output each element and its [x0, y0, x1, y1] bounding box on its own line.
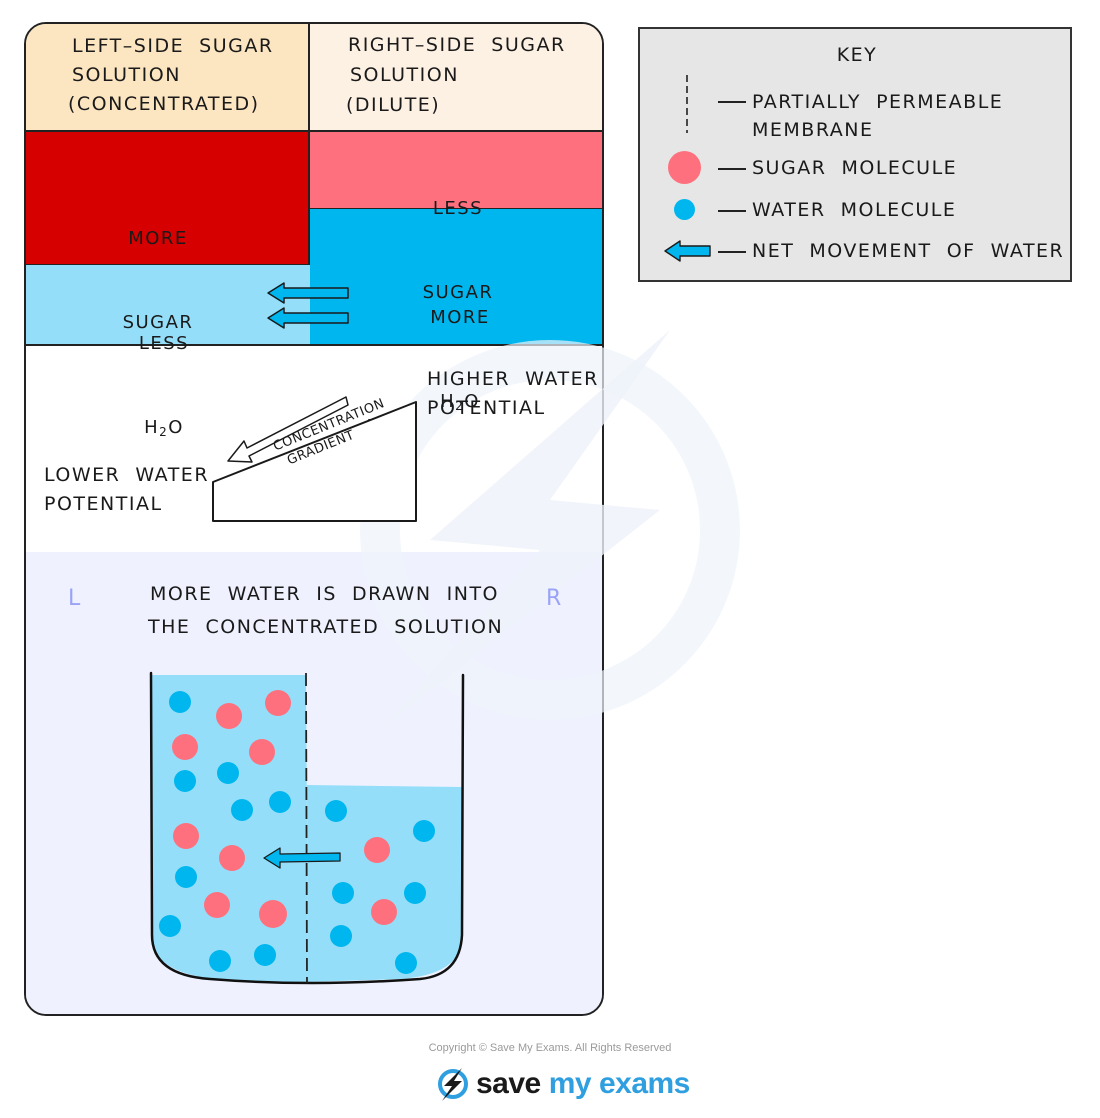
right-header-line3: (DILUTE): [346, 94, 441, 116]
lower-potential-line2: POTENTIAL: [44, 493, 163, 515]
water-molecule: [159, 915, 181, 937]
right-header-cell: [310, 24, 602, 132]
less-sugar-line2: SUGAR: [422, 282, 494, 303]
beaker-outline: [149, 671, 465, 985]
sugar-molecule: [259, 900, 287, 928]
sugar-molecule: [219, 845, 245, 871]
left-header-line3: (CONCENTRATED): [68, 93, 260, 115]
water-molecule: [231, 799, 253, 821]
caption-line1: MORE WATER IS DRAWN INTO: [150, 583, 500, 605]
ramp-shape: [212, 401, 417, 522]
key-label-membrane-line1: PARTIALLY PERMEABLE: [752, 91, 1004, 113]
water-molecule: [174, 770, 196, 792]
key-label-sugar: SUGAR MOLECULE: [752, 157, 958, 179]
water-molecule: [332, 882, 354, 904]
water-molecule: [217, 762, 239, 784]
sugar-molecule: [173, 823, 199, 849]
h-symbol: H: [144, 417, 160, 438]
logo-word-my-exams: my exams: [548, 1067, 691, 1100]
more-water-formula: H2O: [400, 388, 520, 420]
dashed-line-icon: [686, 75, 688, 133]
water-molecule: [209, 950, 231, 972]
more-sugar-line1: MORE: [128, 228, 188, 249]
key-dash: [718, 210, 746, 212]
water-molecule: [325, 800, 347, 822]
right-header-line1: RIGHT–SIDE SUGAR: [348, 34, 566, 56]
o-symbol: O: [168, 417, 184, 438]
water-movement-arrows: [267, 282, 349, 329]
less-water-label: LESS H2O: [104, 274, 224, 474]
higher-potential-line2: POTENTIAL: [427, 397, 546, 419]
watermark-logo-icon: [360, 330, 740, 730]
less-water-line1: LESS: [138, 333, 190, 354]
right-header-line2: SOLUTION: [350, 64, 459, 86]
water-molecule: [395, 952, 417, 974]
more-water-line1: MORE: [430, 307, 490, 328]
caption-line2: THE CONCENTRATED SOLUTION: [148, 616, 504, 638]
lower-potential-line1: LOWER WATER: [44, 464, 210, 486]
water-molecule: [269, 791, 291, 813]
sugar-molecule-icon: [668, 151, 701, 184]
key-dash: [718, 168, 746, 170]
more-water-label: MORE H2O: [400, 248, 520, 448]
arrow-left-icon: [664, 240, 711, 262]
save-my-exams-logo[interactable]: save my exams: [436, 1064, 690, 1104]
water-molecule: [175, 866, 197, 888]
sugar-molecule: [265, 690, 291, 716]
beaker: [149, 671, 465, 985]
less-sugar-line1: LESS: [432, 198, 484, 219]
subscript-2: 2: [455, 399, 465, 413]
left-header-line2: SOLUTION: [72, 64, 181, 86]
arrow-left-icon: [267, 307, 349, 329]
sugar-molecule: [204, 892, 230, 918]
water-molecule: [254, 944, 276, 966]
water-molecule: [169, 691, 191, 713]
higher-potential-line1: HIGHER WATER: [427, 368, 599, 390]
water-molecule-icon: [674, 199, 695, 220]
partially-permeable-membrane: [305, 672, 308, 984]
water-molecule: [404, 882, 426, 904]
key-dash: [718, 251, 746, 253]
sugar-molecule: [371, 899, 397, 925]
left-header-line1: LEFT–SIDE SUGAR: [72, 35, 274, 57]
less-water-formula: H2O: [104, 414, 224, 446]
arrow-left-icon: [267, 282, 349, 304]
more-water-cell: [310, 209, 602, 346]
subscript-2: 2: [159, 425, 169, 439]
gradient-arrow-icon: [227, 396, 349, 463]
water-molecule: [413, 820, 435, 842]
water-molecule: [330, 925, 352, 947]
less-water-cell: [26, 265, 312, 346]
key-panel: KEY PARTIALLY PERMEABLE MEMBRANE SUGAR M…: [638, 27, 1072, 282]
left-marker: L: [68, 586, 82, 611]
copyright-text: Copyright © Save My Exams. All Rights Re…: [428, 1042, 672, 1054]
right-marker: R: [546, 586, 563, 611]
lightning-bolt-icon: [438, 1068, 468, 1101]
left-header-cell: [26, 24, 310, 132]
sugar-molecule: [216, 703, 242, 729]
key-label-water: WATER MOLECULE: [752, 199, 957, 221]
more-sugar-cell: [26, 132, 310, 266]
more-sugar-label: MORE SUGAR: [98, 169, 218, 365]
key-dash: [718, 101, 746, 103]
net-water-movement-arrow-icon: [263, 847, 341, 869]
h-symbol: H: [440, 391, 456, 412]
concentration-gradient-ramp: [212, 396, 417, 522]
sugar-molecule: [364, 837, 390, 863]
sugar-molecule: [249, 739, 275, 765]
logo-word-save: save: [476, 1067, 541, 1100]
more-sugar-line2: SUGAR: [122, 312, 194, 333]
key-title: KEY: [836, 44, 878, 66]
sugar-molecule: [172, 734, 198, 760]
less-sugar-label: LESS SUGAR: [398, 139, 518, 335]
key-label-membrane-line2: MEMBRANE: [752, 119, 874, 141]
o-symbol: O: [464, 391, 480, 412]
key-label-net-movement: NET MOVEMENT OF WATER: [752, 240, 1065, 262]
